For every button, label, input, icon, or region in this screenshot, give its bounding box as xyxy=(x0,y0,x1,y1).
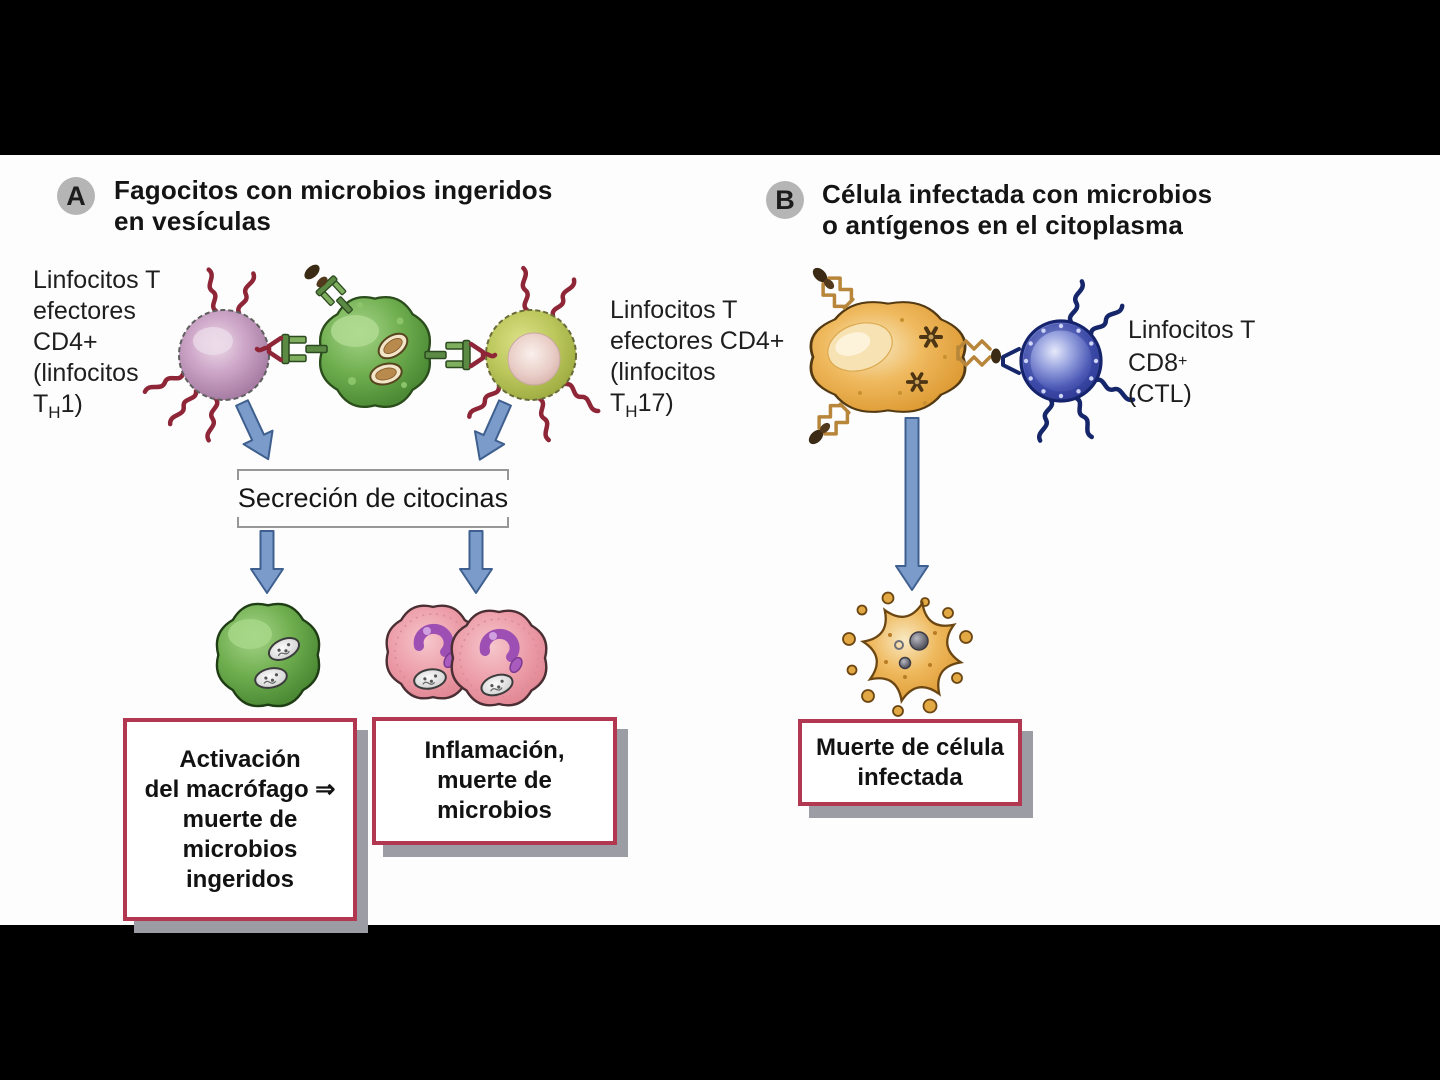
mhc-tcr-junction-right xyxy=(424,339,495,371)
panel-b-badge: B xyxy=(766,181,804,219)
diagram-artwork xyxy=(0,264,1440,717)
ctl-cell-label: Linfocitos T CD8+ (CTL) xyxy=(1128,316,1256,408)
apoptotic-cell xyxy=(842,591,973,717)
th1-cell xyxy=(144,269,270,440)
inflammation-box: Inflamación, muerte de microbios xyxy=(372,717,617,845)
arrow-ctl-to-death xyxy=(895,417,929,591)
th17-cell xyxy=(468,268,600,441)
th17-cell-label: Linfocitos T efectores CD4+ (linfocitos … xyxy=(610,296,785,421)
neutrophil-2 xyxy=(450,609,548,707)
bracket-bottom xyxy=(237,517,509,528)
mhc1-complexes xyxy=(808,267,1001,445)
panel-a-title: Fagocitos con microbios ingeridos en ves… xyxy=(114,175,553,237)
panel-a-title-line1: Fagocitos con microbios ingeridos xyxy=(114,175,553,205)
activated-macrophage xyxy=(215,602,321,708)
ctl-cell xyxy=(1001,281,1134,441)
apoptotic-blebs xyxy=(842,591,973,717)
tcr-fork xyxy=(1001,347,1021,375)
arrow-to-inflammation xyxy=(459,530,493,594)
th1-cell-label: Linfocitos T efectores CD4+ (linfocitos … xyxy=(33,266,161,422)
macrophage-activation-box: Activación del macrófago ⇒ muerte de mic… xyxy=(123,718,357,921)
infected-cell xyxy=(808,267,1001,445)
cell-death-box: Muerte de célula infectada xyxy=(798,719,1022,806)
cytokine-secretion-label: Secreción de citocinas xyxy=(237,469,509,528)
inflammatory-cells xyxy=(385,604,548,707)
arrow-to-macrophage xyxy=(250,530,284,594)
panel-b-title: Célula infectada con microbios o antígen… xyxy=(822,179,1212,241)
membrane-dots xyxy=(1023,323,1099,399)
bracket-top xyxy=(237,469,509,480)
antigen-display-top xyxy=(304,264,361,321)
arrow-th17-to-secretion xyxy=(464,395,521,468)
panel-b-title-line1: Célula infectada con microbios xyxy=(822,179,1213,209)
panel-b-title-line2: o antígenos en el citoplasma xyxy=(822,210,1184,240)
phagocyte-cell xyxy=(318,295,432,409)
immunology-diagram: A Fagocitos con microbios ingeridos en v… xyxy=(0,155,1440,925)
arrow-th1-to-secretion xyxy=(226,395,284,467)
panel-a-badge: A xyxy=(57,177,95,215)
panel-a-title-line2: en vesículas xyxy=(114,206,272,236)
